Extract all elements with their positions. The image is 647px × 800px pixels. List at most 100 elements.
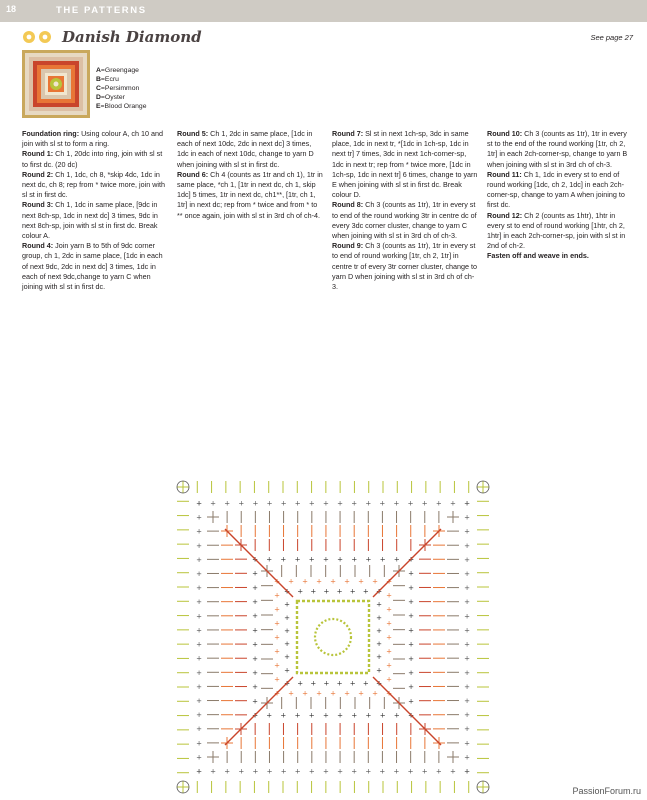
stitch-mark: +: [297, 588, 303, 596]
stitch-mark: +: [351, 768, 357, 776]
stitch-mark: +: [196, 669, 202, 677]
stitch-mark: +: [376, 614, 382, 622]
text-column-1: Foundation ring: Using colour A, ch 10 a…: [22, 129, 168, 292]
stitch-mark: +: [252, 655, 258, 663]
stitch-mark: +: [252, 768, 258, 776]
stitch-mark: +: [464, 514, 470, 522]
stitch-mark: +: [337, 768, 343, 776]
stitch-mark: +: [288, 578, 294, 586]
instruction-round-9: Round 9: Ch 3 (counts as 1tr), 1tr in ev…: [332, 241, 478, 292]
stitch-mark: +: [196, 584, 202, 592]
stitch-mark: +: [196, 753, 202, 761]
stitch-mark: +: [295, 556, 301, 564]
stitch-mark: +: [363, 588, 369, 596]
stitch-mark: +: [464, 612, 470, 620]
legend-item: E=Blood Orange: [96, 103, 147, 110]
stitch-mark: +: [196, 697, 202, 705]
stitch-mark: +: [337, 680, 343, 688]
stitch-mark: +: [408, 669, 414, 677]
stitch-mark: +: [284, 640, 290, 648]
stitch-mark: +: [464, 584, 470, 592]
stitch-mark: +: [351, 712, 357, 720]
stitch-mark: +: [196, 641, 202, 649]
stitch-mark: +: [196, 725, 202, 733]
legend-item: C=Persimmon: [96, 85, 140, 92]
legend-item: A=Greengage: [96, 67, 139, 74]
stitch-mark: +: [196, 683, 202, 691]
stitch-mark: +: [295, 712, 301, 720]
stitch-mark: +: [266, 712, 272, 720]
stitch-mark: +: [224, 768, 230, 776]
stitch-mark: +: [376, 653, 382, 661]
stitch-mark: +: [408, 570, 414, 578]
stitch-mark: +: [344, 578, 350, 586]
stitch-mark: +: [464, 528, 470, 536]
stitch-mark: +: [408, 683, 414, 691]
instruction-foundation: Foundation ring: Using colour A, ch 10 a…: [22, 129, 163, 149]
stitch-mark: +: [252, 570, 258, 578]
stitch-mark: +: [302, 578, 308, 586]
stitch-mark: +: [394, 556, 400, 564]
stitch-mark: +: [309, 556, 315, 564]
stitch-mark: +: [309, 712, 315, 720]
corner-line: [224, 528, 294, 598]
stitch-mark: +: [380, 556, 386, 564]
stitch-mark: +: [297, 680, 303, 688]
corner-line: [372, 676, 442, 746]
stitch-mark: +: [238, 500, 244, 508]
stitch-mark: +: [267, 500, 273, 508]
legend-item: B=Ecru: [96, 76, 119, 83]
stitch-mark: +: [309, 768, 315, 776]
stitch-mark: +: [280, 556, 286, 564]
stitch-mark: +: [394, 712, 400, 720]
stitch-mark: +: [408, 768, 414, 776]
corner-line: [372, 528, 442, 598]
stitch-mark: +: [358, 690, 364, 698]
stitch-mark: +: [408, 500, 414, 508]
corner-loop: [476, 480, 490, 494]
stitch-mark: +: [376, 666, 382, 674]
stitch-mark: +: [450, 768, 456, 776]
stitch-mark: +: [366, 712, 372, 720]
stitch-mark: +: [380, 712, 386, 720]
stitch-mark: +: [196, 711, 202, 719]
stitch-mark: +: [422, 768, 428, 776]
finished-square-photo: [22, 50, 90, 118]
stitch-mark: +: [252, 584, 258, 592]
stitch-mark: +: [196, 598, 202, 606]
stitch-mark: +: [464, 753, 470, 761]
text-column-2: Round 5: Ch 1, 2dc in same place, [1dc i…: [177, 129, 323, 221]
stitch-mark: +: [309, 500, 315, 508]
stitch-mark: +: [196, 739, 202, 747]
stitch-mark: +: [408, 697, 414, 705]
stitch-mark: +: [196, 556, 202, 564]
stitch-mark: +: [274, 662, 280, 670]
stitch-mark: +: [252, 683, 258, 691]
stitch-mark: +: [394, 500, 400, 508]
stitch-mark: +: [284, 601, 290, 609]
stitch-mark: +: [280, 712, 286, 720]
stitch-mark: +: [408, 584, 414, 592]
stitch-mark: +: [464, 641, 470, 649]
page-number: 18: [6, 4, 17, 14]
stitch-mark: +: [337, 712, 343, 720]
stitch-mark: +: [376, 601, 382, 609]
stitch-mark: +: [422, 500, 428, 508]
stitch-mark: +: [252, 669, 258, 677]
stitch-mark: +: [302, 690, 308, 698]
stitch-mark: +: [330, 690, 336, 698]
stitch-mark: +: [274, 676, 280, 684]
stitch-mark: +: [436, 500, 442, 508]
stitch-mark: +: [196, 612, 202, 620]
stitch-mark: +: [196, 626, 202, 634]
instruction-round-1: Round 1: Ch 1, 20dc into ring, join with…: [22, 149, 163, 169]
stitch-mark: +: [323, 768, 329, 776]
stitch-mark: +: [464, 768, 470, 776]
stitch-mark: +: [408, 641, 414, 649]
stitch-mark: +: [464, 768, 470, 776]
stitch-mark: +: [196, 768, 202, 776]
stitch-mark: +: [464, 697, 470, 705]
stitch-mark: +: [284, 666, 290, 674]
stitch-mark: +: [288, 690, 294, 698]
stitch-mark: +: [464, 542, 470, 550]
